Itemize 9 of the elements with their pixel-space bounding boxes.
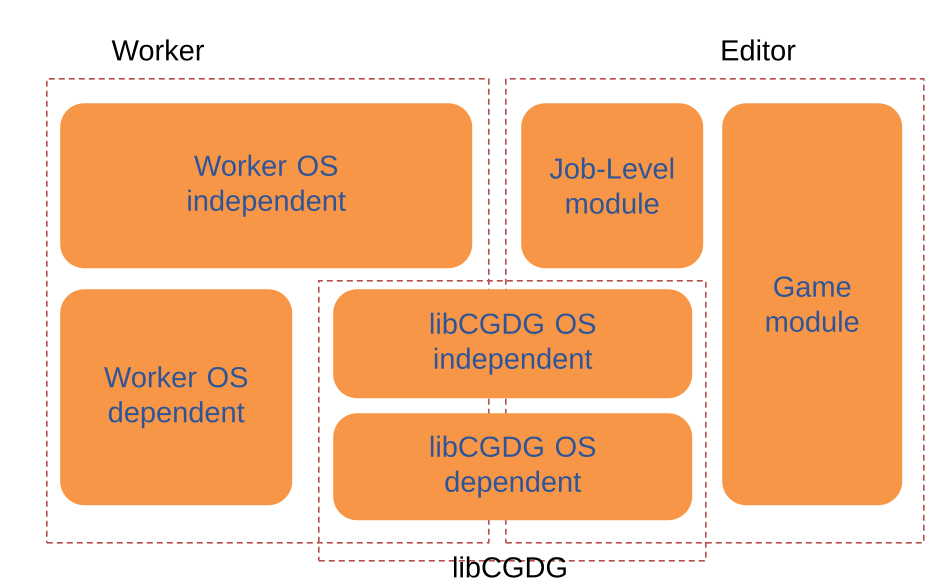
module-box: libCGDG OS dependent (333, 413, 692, 520)
module-box: Game module (722, 103, 902, 506)
region-heading: Editor (722, 39, 796, 61)
region-heading: Worker (112, 39, 204, 61)
module-box: Worker OS dependent (60, 289, 292, 506)
module-box: libCGDG OS independent (333, 289, 692, 398)
region-heading: libCGDG (454, 556, 566, 578)
module-box: Worker OS independent (60, 103, 472, 268)
module-box: Job-Level module (521, 103, 704, 268)
